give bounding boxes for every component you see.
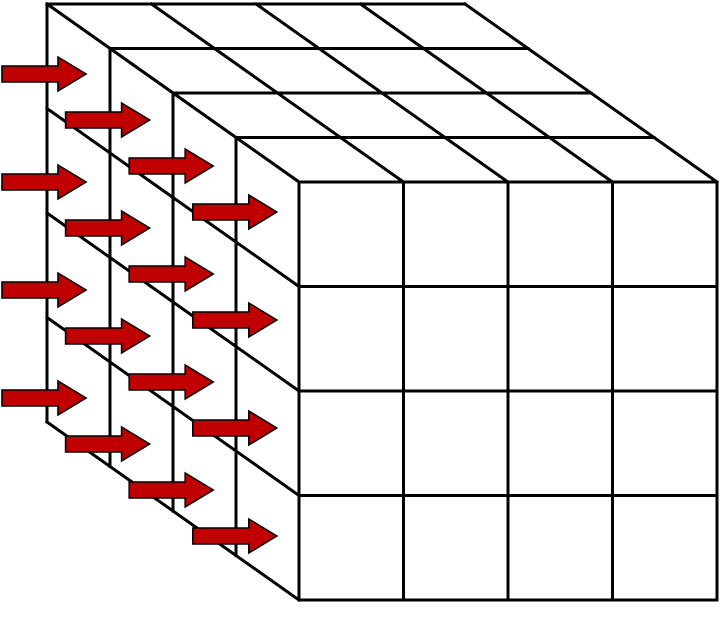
red-arrow-right-icon bbox=[192, 193, 279, 231]
top-column-line bbox=[253, 1, 511, 185]
red-arrow-right-icon bbox=[64, 209, 152, 247]
red-arrow-right-icon bbox=[64, 317, 152, 355]
red-arrow-right-icon bbox=[192, 301, 279, 339]
left-row-line bbox=[44, 210, 302, 394]
red-arrow-right-icon bbox=[1, 379, 88, 417]
front-face bbox=[297, 180, 719, 602]
top-column-line bbox=[462, 1, 720, 185]
red-arrow-right-icon bbox=[1, 163, 88, 201]
red-arrow-right-icon bbox=[64, 101, 152, 139]
red-arrow-right-icon bbox=[128, 255, 215, 293]
arrows bbox=[1, 55, 279, 555]
red-arrow-right-icon bbox=[64, 425, 152, 463]
red-arrow-right-icon bbox=[1, 55, 88, 93]
red-arrow-right-icon bbox=[128, 147, 215, 185]
left-row-line bbox=[44, 315, 302, 498]
top-column-line bbox=[358, 1, 615, 185]
red-arrow-right-icon bbox=[192, 409, 279, 447]
red-arrow-right-icon bbox=[192, 517, 279, 555]
red-arrow-right-icon bbox=[128, 471, 215, 509]
red-arrow-right-icon bbox=[128, 363, 215, 401]
red-arrow-right-icon bbox=[1, 271, 88, 309]
